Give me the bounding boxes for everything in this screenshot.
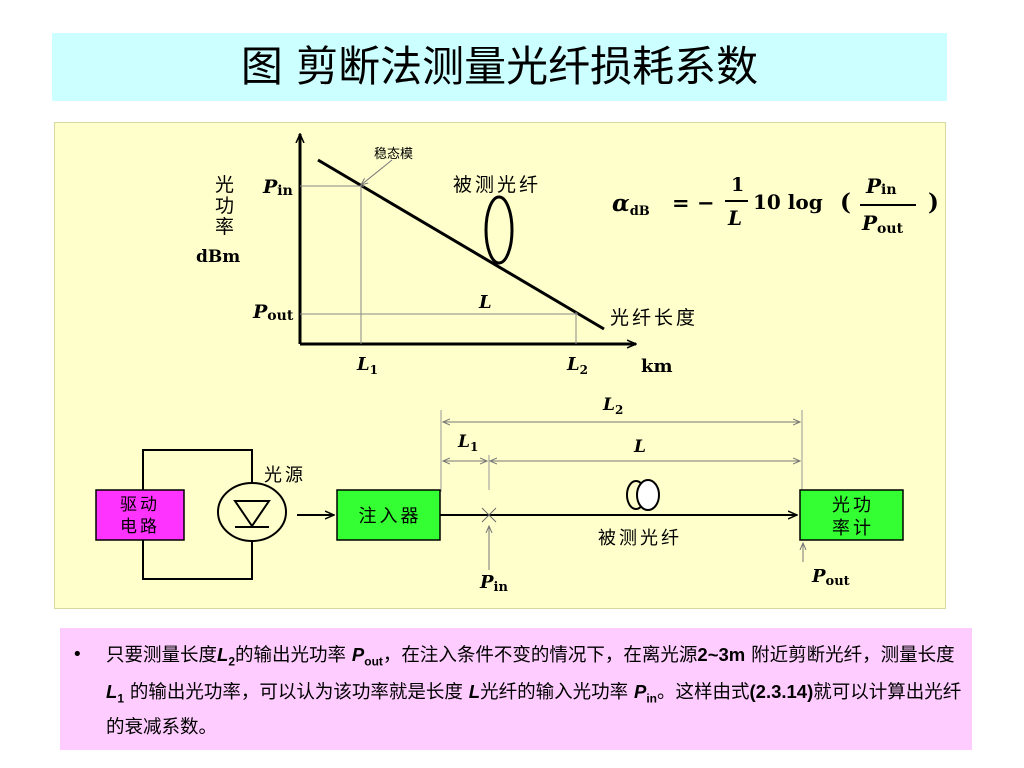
pout-label: Pout (252, 301, 294, 324)
formula-numerator: 1 (731, 174, 744, 196)
dim-l-label: L (633, 437, 646, 457)
note-v3: L (106, 680, 118, 702)
note-t9: (2.3.14) (749, 680, 814, 702)
note-v2-sub: out (364, 654, 383, 669)
y-unit: dBm (196, 247, 240, 267)
page-title: 图 剪断法测量光纤损耗系数 (240, 42, 759, 91)
pin-setup-label: Pin (479, 572, 508, 595)
injector-label: 注入器 (359, 506, 422, 527)
driver-wire-top (142, 449, 253, 490)
note-v5-sub: in (646, 691, 657, 706)
note-paragraph: 只要测量长度L2的输出光功率 Pout，在注入条件不变的情况下，在离光源2~3m… (106, 640, 966, 742)
fiber-coil-right (636, 479, 660, 511)
attenuation-formula: αdB = − 1 L 10 log ( Pin Pout ) (612, 174, 939, 237)
note-v1: L (217, 644, 229, 665)
note-t4: 2~3m (697, 644, 746, 665)
note-t1: 只要测量长度 (106, 645, 218, 666)
x-unit: km (641, 356, 673, 377)
meter-label-1: 光功 (832, 495, 874, 516)
dim-l2-label: L2 (602, 395, 623, 417)
y-label-3: 率 (215, 216, 234, 238)
note-v5: P (633, 680, 647, 702)
note-t10: 就可以计算出光纤的衰减系数。 (106, 681, 962, 739)
note-v3-sub: 1 (117, 691, 124, 706)
measurement-setup: L2 L1 L 驱动 电路 光源 注入器 被测光纤 光功 率计 Pin (95, 395, 904, 595)
steady-mode-label: 稳态模 (374, 146, 413, 162)
formula-equals-minus: = − (672, 190, 715, 215)
x-axis-label: 光纤长度 (610, 307, 698, 329)
loss-graph: 光 功 率 dBm Pin Pout L1 L2 L km 光纤长度 稳态模 被… (196, 134, 698, 377)
fiber-label-setup: 被测光纤 (598, 528, 682, 549)
driver-wire-bottom (142, 540, 253, 580)
driver-label-1: 驱动 (120, 495, 160, 515)
formula-open-paren: ( (840, 189, 851, 216)
note-t3: ，在注入条件不变的情况下，在离光源 (382, 645, 698, 666)
note-t7: 光纤的输入光功率 (480, 681, 634, 703)
note-t8: 。这样由式 (656, 681, 750, 703)
fiber-coil (484, 195, 514, 265)
note-v1-sub: 2 (228, 654, 236, 669)
dim-l1-label: L1 (457, 432, 478, 454)
formula-close-paren: ) (928, 189, 939, 216)
l-length-label: L (478, 292, 492, 313)
driver-label-2: 电路 (120, 517, 160, 537)
note-v2: P (351, 644, 365, 665)
note-t6: 的输出光功率，可以认为该功率就是长度 (124, 681, 469, 703)
formula-alpha: αdB (612, 190, 650, 219)
formula-pout: Pout (861, 211, 904, 237)
note-bullet: • (72, 644, 83, 665)
note-t2: 的输出光功率 (235, 645, 352, 666)
y-label-1: 光 (215, 174, 234, 196)
note-v4: L (468, 680, 481, 702)
pin-label: Pin (262, 176, 293, 199)
note-box (60, 628, 972, 750)
power-meter-box (799, 489, 904, 541)
formula-log: 10 log (753, 190, 823, 214)
l2-axis-label: L2 (566, 354, 588, 377)
formula-pin: Pin (865, 174, 897, 198)
attenuation-line (317, 158, 605, 331)
note-t5: 附近剪断光纤，测量长度 (745, 645, 955, 666)
source-label: 光源 (264, 465, 306, 486)
steady-mode-pointer (361, 159, 393, 185)
y-label-2: 功 (215, 195, 234, 217)
meter-label-2: 率计 (832, 518, 874, 539)
l1-axis-label: L1 (356, 354, 378, 377)
cut-mark-b (481, 507, 497, 523)
formula-denominator: L (727, 206, 742, 230)
driver-circuit-box (95, 489, 185, 541)
pout-setup-label: Pout (811, 566, 850, 589)
diode-icon (233, 500, 271, 528)
diagram-panel (54, 122, 946, 609)
title-bar: 图 剪断法测量光纤损耗系数 (52, 33, 947, 101)
fiber-label-graph: 被测光纤 (453, 174, 541, 196)
light-source-circle (217, 482, 287, 542)
